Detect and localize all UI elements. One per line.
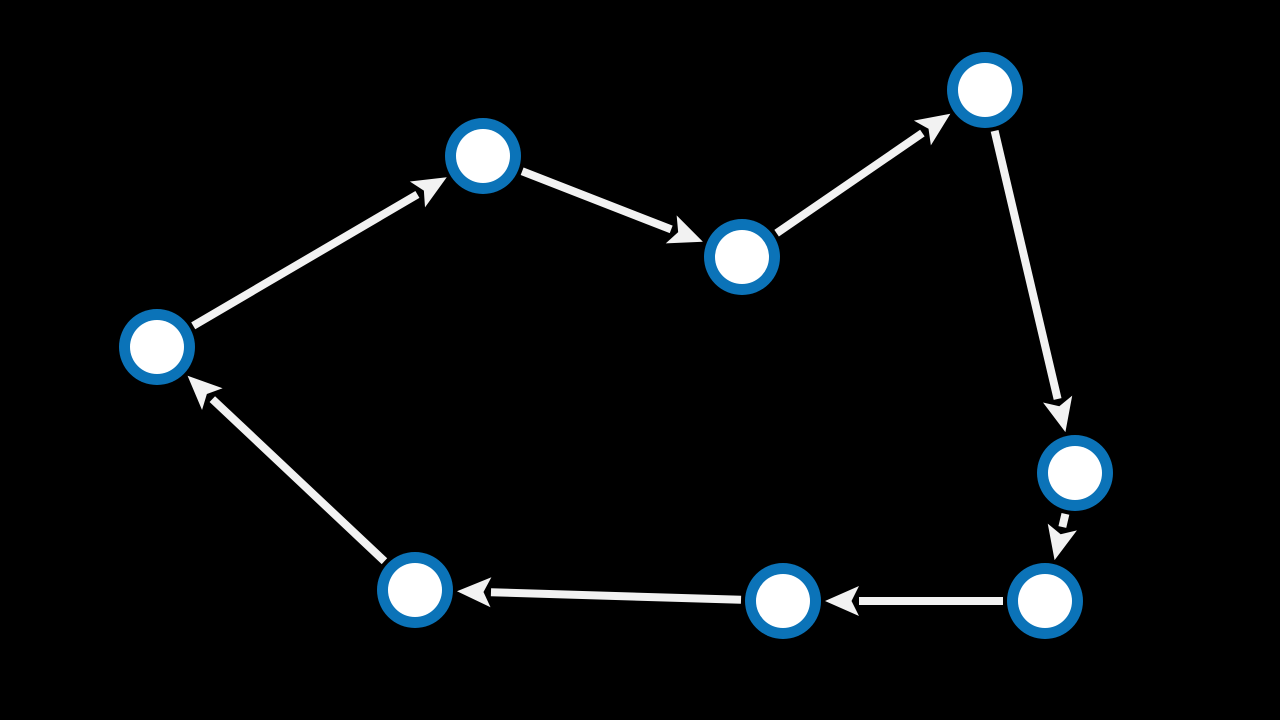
- graph-edge: [774, 129, 925, 237]
- graph-node[interactable]: [377, 552, 453, 628]
- graph-edge-arrowhead: [187, 375, 223, 411]
- graph-edge: [490, 588, 742, 604]
- graph-node[interactable]: [1037, 435, 1113, 511]
- edge-layer: [187, 113, 1077, 616]
- graph-node[interactable]: [947, 52, 1023, 128]
- graph-edge-arrowhead: [1043, 395, 1073, 433]
- graph-node[interactable]: [1007, 563, 1083, 639]
- graph-node[interactable]: [119, 309, 195, 385]
- graph-node-core: [1048, 446, 1102, 500]
- node-layer: [119, 52, 1113, 639]
- graph-node-core: [388, 563, 442, 617]
- graph-edge-arrowhead: [665, 215, 703, 244]
- graph-node[interactable]: [445, 118, 521, 194]
- graph-node-core: [958, 63, 1012, 117]
- graph-edge: [1058, 512, 1070, 528]
- graph-edge-arrowhead: [913, 113, 951, 146]
- graph-node-core: [756, 574, 810, 628]
- graph-node[interactable]: [704, 219, 780, 295]
- graph-edge-arrowhead: [1047, 523, 1077, 561]
- graph-edge: [209, 396, 388, 565]
- graph-edge: [191, 190, 420, 330]
- graph-node-core: [1018, 574, 1072, 628]
- graph-edge: [990, 129, 1062, 400]
- graph-edge: [520, 167, 673, 234]
- graph-edge-arrowhead: [825, 586, 859, 616]
- graph-node[interactable]: [745, 563, 821, 639]
- graph-node-core: [456, 129, 510, 183]
- graph-edge-arrowhead: [409, 177, 447, 208]
- graph-edge-arrowhead: [456, 577, 492, 608]
- graph-node-core: [130, 320, 184, 374]
- graph-node-core: [715, 230, 769, 284]
